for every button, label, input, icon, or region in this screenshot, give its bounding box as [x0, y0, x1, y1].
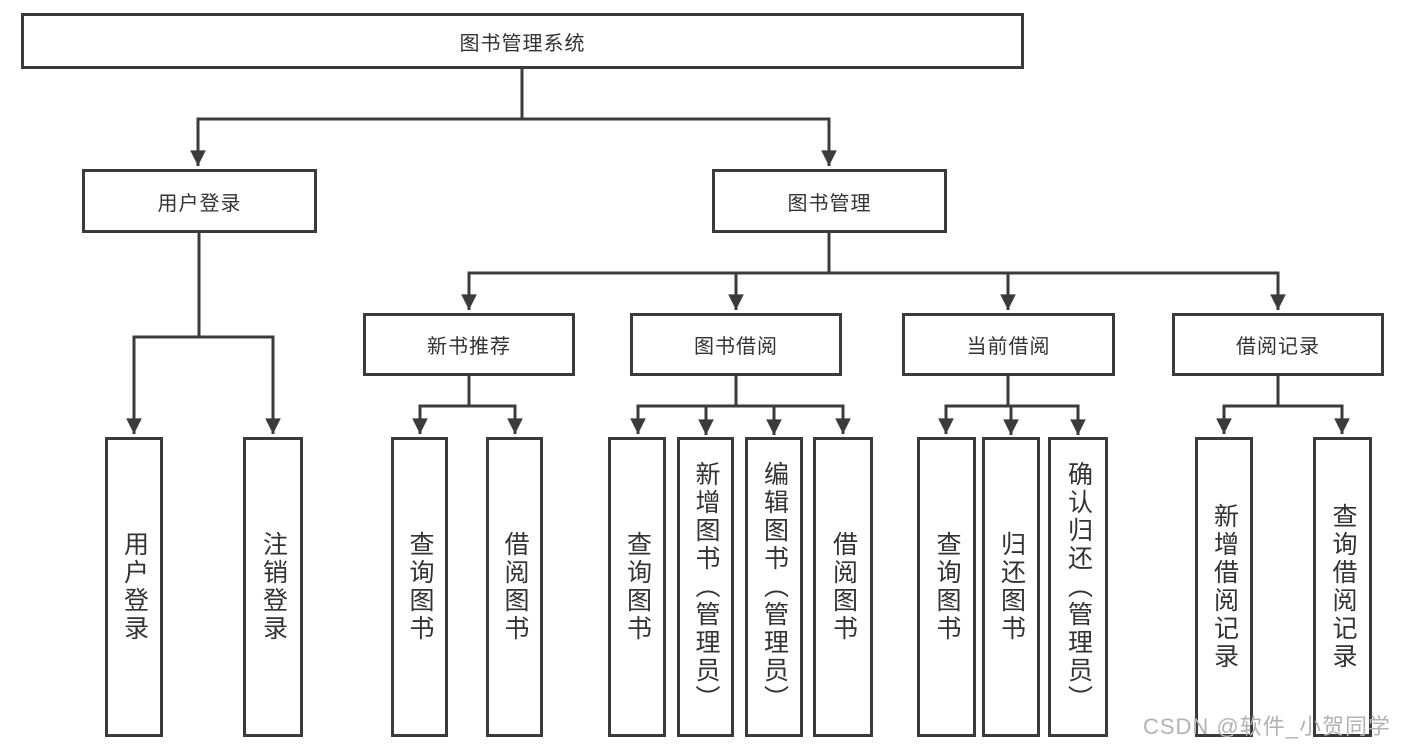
- node-add-book-admin: 新增图书（管理员）: [677, 437, 734, 737]
- node-borrow-books-borrow: 借阅图书: [813, 437, 873, 737]
- node-query-books-current: 查询图书: [917, 437, 976, 737]
- node-new-book-recommend: 新书推荐: [363, 313, 575, 376]
- connector-current-borrow-split: [938, 375, 1086, 435]
- node-borrow-records: 借阅记录: [1172, 313, 1384, 376]
- connector-book-management-split: [461, 232, 1286, 310]
- node-current-borrow: 当前借阅: [902, 313, 1115, 376]
- node-book-borrow: 图书借阅: [630, 313, 842, 376]
- connector-new-books-split: [412, 375, 523, 434]
- node-query-books-borrow: 查询图书: [608, 437, 666, 737]
- csdn-watermark: CSDN @软件_小贺同学: [1142, 714, 1391, 739]
- node-book-management: 图书管理: [712, 169, 947, 233]
- node-borrow-books-newbooks: 借阅图书: [486, 437, 543, 737]
- node-confirm-return-admin: 确认归还（管理员）: [1048, 437, 1108, 737]
- node-user-login: 用户登录: [82, 169, 317, 233]
- node-user-login-action: 用户登录: [105, 437, 163, 737]
- node-logout-action: 注销登录: [243, 437, 303, 737]
- node-add-borrow-record: 新增借阅记录: [1195, 437, 1253, 737]
- node-edit-book-admin: 编辑图书（管理员）: [745, 437, 803, 737]
- connector-borrow-records-split: [1216, 375, 1350, 434]
- node-query-borrow-record: 查询借阅记录: [1313, 437, 1372, 737]
- node-root: 图书管理系统: [21, 13, 1024, 69]
- node-query-books-newbooks: 查询图书: [391, 437, 448, 737]
- node-return-books: 归还图书: [982, 437, 1040, 737]
- connector-user-login-split: [126, 232, 281, 434]
- connector-book-borrow-split: [630, 375, 851, 435]
- connector-root-split: [190, 68, 837, 166]
